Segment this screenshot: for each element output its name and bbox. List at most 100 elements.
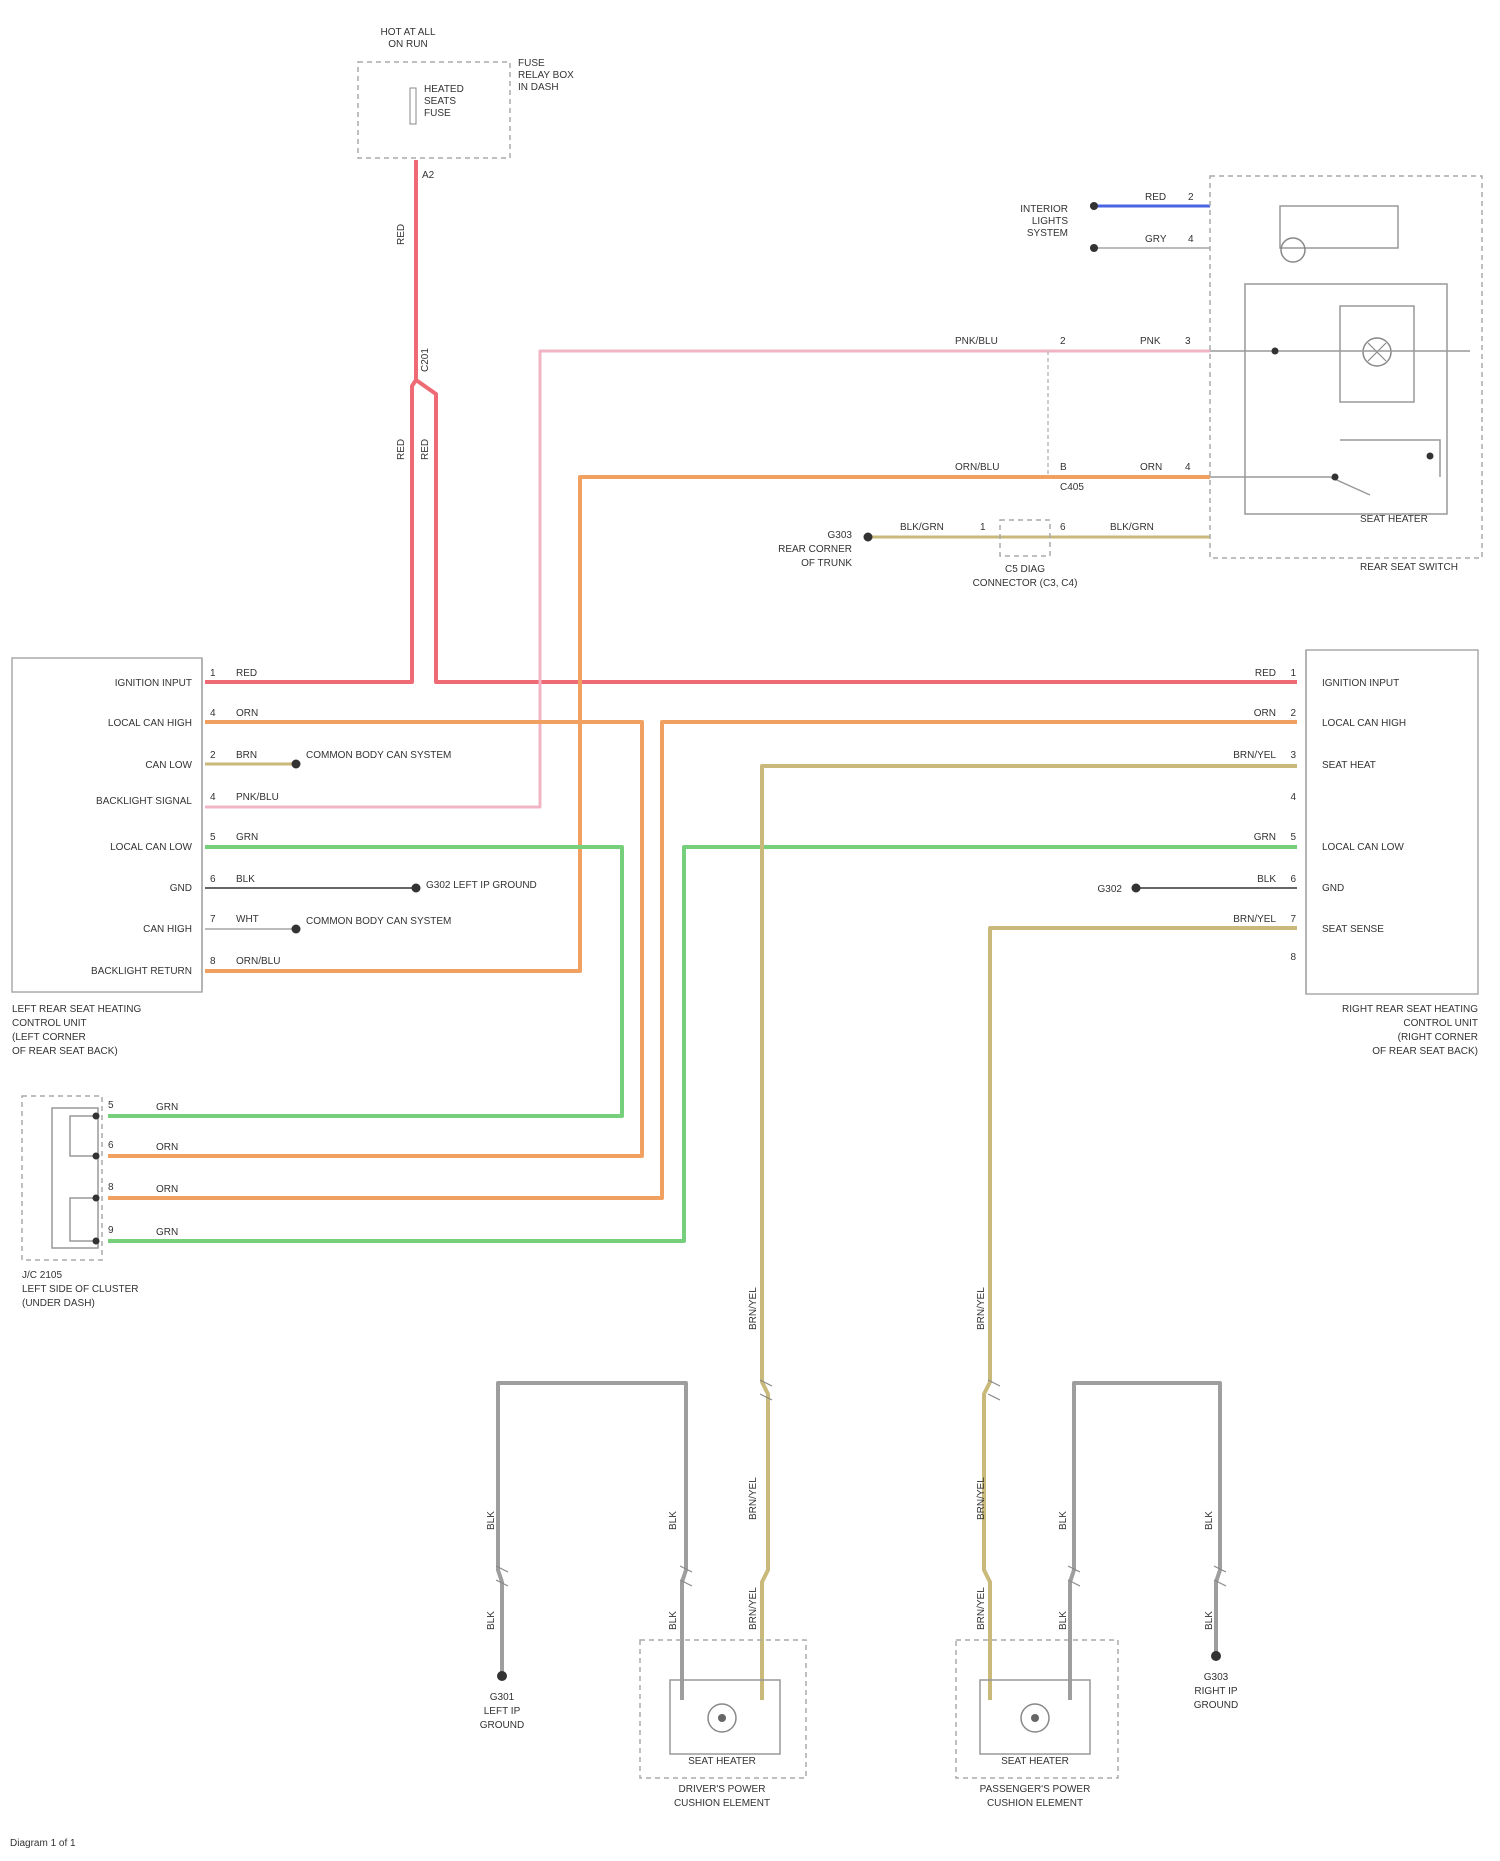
- switch-row1-left: PNK/BLU: [955, 336, 998, 347]
- left-row-3-label: CAN LOW: [145, 760, 192, 771]
- left-row-1-pin: 1: [210, 668, 216, 679]
- interior-lamp-icon: [1281, 238, 1305, 262]
- left-row-3-pin: 2: [210, 750, 216, 761]
- left-module-caption-4: OF REAR SEAT BACK): [12, 1046, 118, 1057]
- right-row-7-label: SEAT SENSE: [1322, 924, 1384, 935]
- left-can-high-node: [292, 925, 301, 934]
- right-heater-ground-3: GROUND: [1194, 1700, 1238, 1711]
- right-heater-wire-e: BRN/YEL: [976, 1287, 987, 1330]
- joint-dot-4: [93, 1238, 100, 1245]
- left-heater-label: SEAT HEATER: [688, 1756, 756, 1767]
- right-row-5-label: LOCAL CAN LOW: [1322, 842, 1404, 853]
- right-row-5-wire: GRN: [1254, 832, 1276, 843]
- interior-label-3: SYSTEM: [1027, 228, 1068, 239]
- left-row-6-wire: BLK: [236, 874, 255, 885]
- joint-caption-2: LEFT SIDE OF CLUSTER: [22, 1284, 139, 1295]
- joint-dot-2: [93, 1153, 100, 1160]
- switch-inner-box: [1245, 284, 1447, 514]
- left-row-8-label: BACKLIGHT RETURN: [91, 966, 192, 977]
- left-can-low-node: [292, 760, 301, 769]
- left-module-outline: [12, 658, 202, 992]
- right-heater-label: SEAT HEATER: [1001, 1756, 1069, 1767]
- left-row-6-note: G302 LEFT IP GROUND: [426, 880, 537, 891]
- switch-top1-pin: 2: [1188, 192, 1194, 203]
- right-heater-ground-node: [1211, 1651, 1221, 1661]
- fuse-label-3: FUSE: [424, 108, 451, 119]
- right-heater-wire-a: BLK: [1058, 1511, 1069, 1530]
- right-row-2-pin: 2: [1290, 708, 1296, 719]
- lamp-cross: [1368, 343, 1386, 361]
- right-row-3-pin: 3: [1290, 750, 1296, 761]
- joint-pin-4: 9: [108, 1225, 114, 1236]
- right-row-3-label: SEAT HEAT: [1322, 760, 1376, 771]
- rear-seat-switch: SEAT HEATER REAR SEAT SWITCH INTERIOR LI…: [778, 176, 1482, 589]
- left-heater-ground-3: GROUND: [480, 1720, 524, 1731]
- fuse-icon: [410, 88, 416, 124]
- right-row-4-pin: 4: [1290, 792, 1296, 803]
- switch-lamp-box: [1340, 306, 1414, 402]
- wire-label-red-3: RED: [420, 439, 431, 460]
- fuse-pin: A2: [422, 170, 435, 181]
- right-heater-wire-f: BRN/YEL: [976, 1477, 987, 1520]
- right-module-caption-1: RIGHT REAR SEAT HEATING: [1342, 1004, 1478, 1015]
- right-row-1-wire: RED: [1255, 668, 1276, 679]
- left-gnd-node: [412, 884, 421, 893]
- right-row-6-note: G302: [1098, 884, 1123, 895]
- joint-wire-3: ORN: [156, 1184, 178, 1195]
- left-heater-ground-2: LEFT IP: [484, 1706, 521, 1717]
- left-row-7-label: CAN HIGH: [143, 924, 192, 935]
- left-row-8-wire: ORN/BLU: [236, 956, 280, 967]
- right-row-7-pin: 7: [1290, 914, 1296, 925]
- right-heater-wire-c: BLK: [1204, 1511, 1215, 1530]
- right-heater-wire-b: BLK: [1058, 1611, 1069, 1630]
- switch-dot-3: [1427, 453, 1434, 460]
- tan-wire-seat-heat-right: [984, 928, 1297, 1700]
- right-gnd-node: [1132, 884, 1141, 893]
- joint-wire-2: ORN: [156, 1142, 178, 1153]
- left-row-1-wire: RED: [236, 668, 257, 679]
- left-heater-ground-node: [497, 1671, 507, 1681]
- switch-dot-1: [1272, 348, 1279, 355]
- left-row-2-pin: 4: [210, 708, 216, 719]
- ground-node-switch: [864, 533, 873, 542]
- left-row-7-wire: WHT: [236, 914, 259, 925]
- joint-connector: 5 GRN 6 ORN 8 ORN 9 GRN J/C 2105 LEFT SI…: [22, 1096, 178, 1309]
- fuse-label-1: HEATED: [424, 84, 464, 95]
- left-heater-wire-b: BLK: [486, 1611, 497, 1630]
- left-heater-caption-1: DRIVER'S POWER: [679, 1784, 766, 1795]
- left-heater-wire-d: BLK: [668, 1611, 679, 1630]
- switch-ground-2: REAR CORNER: [778, 544, 852, 555]
- switch-row2-pin: 4: [1185, 462, 1191, 473]
- red-wire-feed: [205, 160, 416, 682]
- right-heater-element-dot: [1031, 1714, 1039, 1722]
- wire-label-red-1: RED: [396, 224, 407, 245]
- switch-row2-wire: ORN: [1140, 462, 1162, 473]
- joint-caption-1: J/C 2105: [22, 1270, 62, 1281]
- gray-wire-right-ground: [1070, 1383, 1220, 1700]
- gray-wire-left-ground: [498, 1383, 686, 1700]
- interior-node-2: [1090, 244, 1098, 252]
- green-wire-can-low-right: [108, 847, 1297, 1241]
- right-row-6-wire: BLK: [1257, 874, 1276, 885]
- switch-top2-pin: 4: [1188, 234, 1194, 245]
- left-row-8-pin: 8: [210, 956, 216, 967]
- left-row-5-label: LOCAL CAN LOW: [110, 842, 192, 853]
- left-module-caption-1: LEFT REAR SEAT HEATING: [12, 1004, 142, 1015]
- right-row-3-wire: BRN/YEL: [1233, 750, 1276, 761]
- right-row-8-pin: 8: [1290, 952, 1296, 963]
- joint-pin-2: 6: [108, 1140, 114, 1151]
- right-heater-wire-d: BLK: [1204, 1611, 1215, 1630]
- left-row-7-note: COMMON BODY CAN SYSTEM: [306, 916, 451, 927]
- joint-outline: [22, 1096, 102, 1260]
- footer-text: Diagram 1 of 1: [10, 1838, 76, 1849]
- left-heater-wire-g: BRN/YEL: [748, 1587, 759, 1630]
- fuse-box-note-2: RELAY BOX: [518, 70, 574, 81]
- left-row-2-wire: ORN: [236, 708, 258, 719]
- switch-row3-wire: BLK/GRN: [900, 522, 944, 533]
- right-heater-ground-2: RIGHT IP: [1194, 1686, 1237, 1697]
- left-row-6-label: GND: [170, 883, 192, 894]
- right-module-outline: [1306, 650, 1478, 994]
- left-heater-ground-1: G301: [490, 1692, 515, 1703]
- wires: [108, 160, 1297, 1700]
